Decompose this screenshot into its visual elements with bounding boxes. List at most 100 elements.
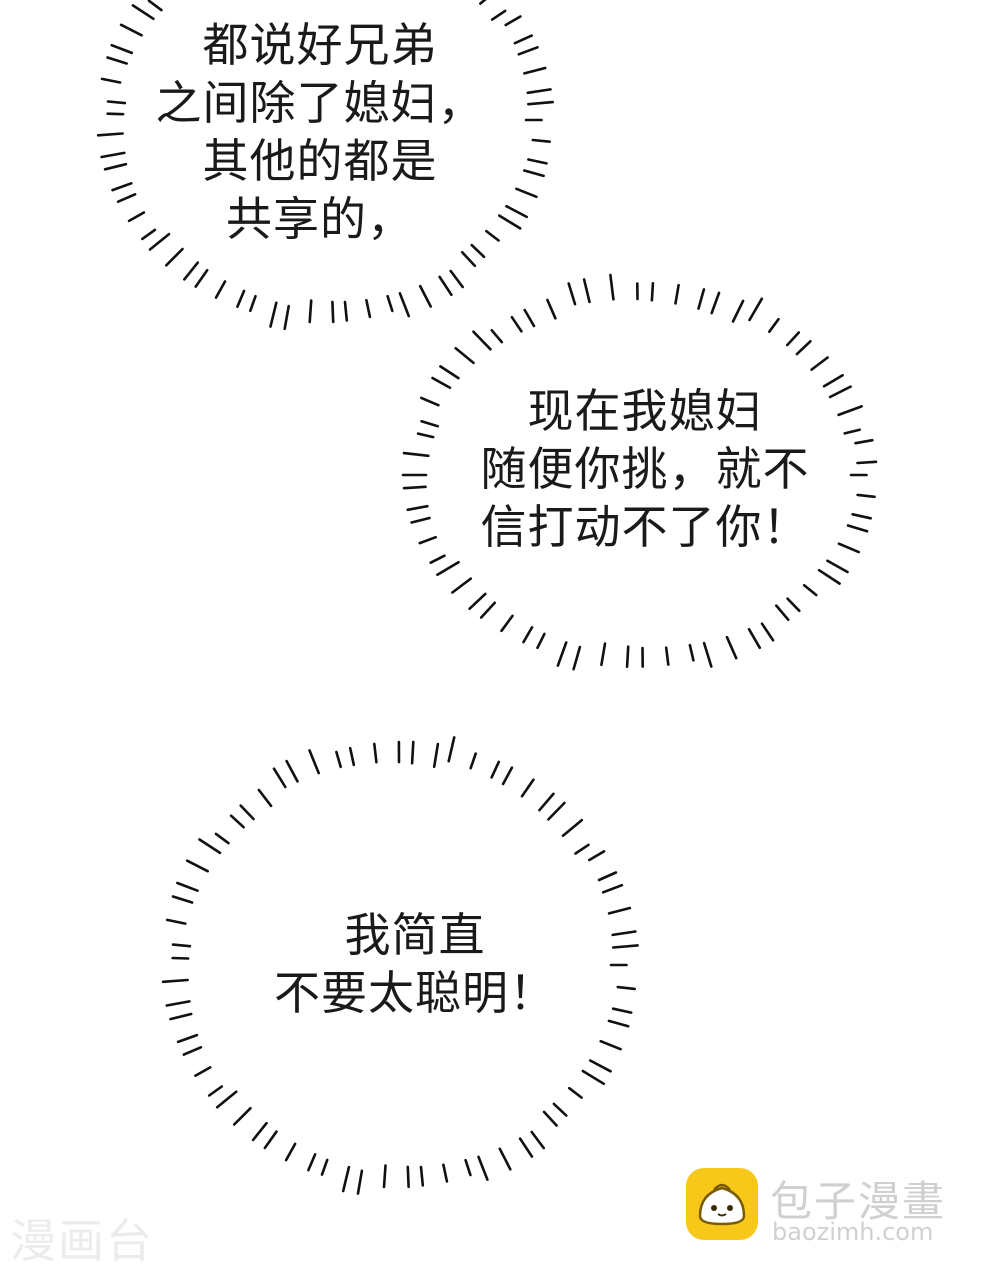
burst-stroke xyxy=(439,365,460,380)
emphasis-burst-3 xyxy=(161,736,639,1195)
burst-stroke xyxy=(785,331,801,347)
burst-stroke xyxy=(214,832,230,845)
burst-stroke xyxy=(490,9,507,21)
burst-stroke xyxy=(171,943,192,948)
burst-stroke xyxy=(198,838,222,855)
burst-stroke xyxy=(851,512,873,520)
burst-stroke xyxy=(822,373,844,388)
burst-stroke xyxy=(588,1059,612,1073)
burst-stroke xyxy=(183,261,200,281)
burst-stroke xyxy=(464,1158,472,1177)
burst-stroke xyxy=(232,1106,252,1126)
speech-line: 之间除了媳妇， xyxy=(155,76,485,130)
speech-line: 我简直 xyxy=(344,908,486,962)
burst-stroke xyxy=(542,1110,558,1127)
burst-stroke xyxy=(431,376,452,390)
burst-stroke xyxy=(697,288,706,310)
burst-stroke xyxy=(522,626,534,644)
burst-stroke xyxy=(650,281,655,302)
burst-stroke xyxy=(837,405,863,417)
speech-line: 信打动不了你！ xyxy=(480,500,810,554)
burst-stroke xyxy=(810,356,829,371)
burst-stroke xyxy=(567,282,577,306)
burst-stroke xyxy=(611,944,639,949)
burst-stroke xyxy=(207,1085,224,1097)
burst-stroke xyxy=(510,315,523,333)
burst-stroke xyxy=(331,300,335,324)
burst-stroke xyxy=(372,742,378,764)
burst-stroke xyxy=(601,883,624,894)
burst-stroke xyxy=(284,1142,297,1162)
burst-stroke xyxy=(161,978,189,984)
burst-stroke xyxy=(386,294,394,313)
burst-stroke xyxy=(802,583,818,597)
burst-stroke xyxy=(527,158,548,165)
burst-stroke xyxy=(856,493,876,499)
burst-stroke xyxy=(518,1137,534,1158)
burst-stroke xyxy=(616,985,637,991)
burst-stroke xyxy=(515,187,538,199)
burst-stroke xyxy=(106,112,125,116)
burst-stroke xyxy=(285,759,299,783)
burst-stroke xyxy=(436,560,460,577)
speech-line: 不要太聪明！ xyxy=(274,966,556,1020)
burst-stroke xyxy=(581,1069,606,1086)
emphasis-burst-2 xyxy=(401,273,878,671)
burst-stroke xyxy=(410,516,431,524)
burst-stroke xyxy=(523,308,536,328)
burst-stroke xyxy=(169,1012,193,1021)
burst-stroke xyxy=(432,742,440,769)
burst-stroke xyxy=(731,299,745,323)
burst-stroke xyxy=(531,138,552,143)
burst-stroke xyxy=(356,1169,364,1195)
burst-stroke xyxy=(251,1121,268,1142)
burst-stroke xyxy=(664,646,670,666)
burst-stroke xyxy=(843,428,862,435)
burst-stroke xyxy=(625,645,630,669)
burst-stroke xyxy=(348,746,356,767)
burst-stroke xyxy=(402,451,430,458)
burst-stroke xyxy=(116,193,137,203)
burst-stroke xyxy=(454,346,475,365)
burst-stroke xyxy=(567,1086,583,1099)
burst-stroke xyxy=(100,77,122,84)
burst-stroke xyxy=(214,280,227,299)
burst-stroke xyxy=(215,1090,238,1109)
burst-stroke xyxy=(171,956,190,960)
burst-stroke xyxy=(587,850,606,862)
burst-stroke xyxy=(176,881,199,893)
burst-stroke xyxy=(165,918,187,925)
burst-stroke xyxy=(194,268,209,288)
burst-stroke xyxy=(479,601,497,619)
burst-stroke xyxy=(460,251,477,268)
burst-stroke xyxy=(760,622,775,642)
speech-line: 都说好兄弟 xyxy=(202,18,438,72)
burst-stroke xyxy=(504,15,522,27)
burst-stroke xyxy=(119,23,143,37)
burst-stroke xyxy=(100,151,126,159)
burst-stroke xyxy=(828,385,852,399)
burst-stroke xyxy=(826,559,849,574)
burst-stroke xyxy=(449,269,465,289)
burst-stroke xyxy=(607,1019,630,1028)
burst-stroke xyxy=(272,767,287,789)
burst-stroke xyxy=(148,232,171,251)
burst-stroke xyxy=(470,243,486,259)
burst-stroke xyxy=(552,1102,568,1117)
burst-stroke xyxy=(607,906,632,915)
burst-stroke xyxy=(582,278,591,304)
burst-stroke xyxy=(419,1165,425,1187)
burst-stroke xyxy=(846,524,869,533)
burst-stroke xyxy=(817,568,841,585)
burst-stroke xyxy=(517,45,539,56)
burst-stroke xyxy=(438,275,453,297)
burst-stroke xyxy=(236,289,246,309)
burst-stroke xyxy=(490,760,501,779)
burst-stroke xyxy=(856,460,878,465)
burst-stroke xyxy=(837,542,861,554)
burst-stroke xyxy=(410,740,415,765)
burst-stroke xyxy=(523,66,547,75)
burst-stroke xyxy=(477,1155,489,1181)
burst-stroke xyxy=(239,804,255,821)
burst-stroke xyxy=(176,1033,199,1044)
